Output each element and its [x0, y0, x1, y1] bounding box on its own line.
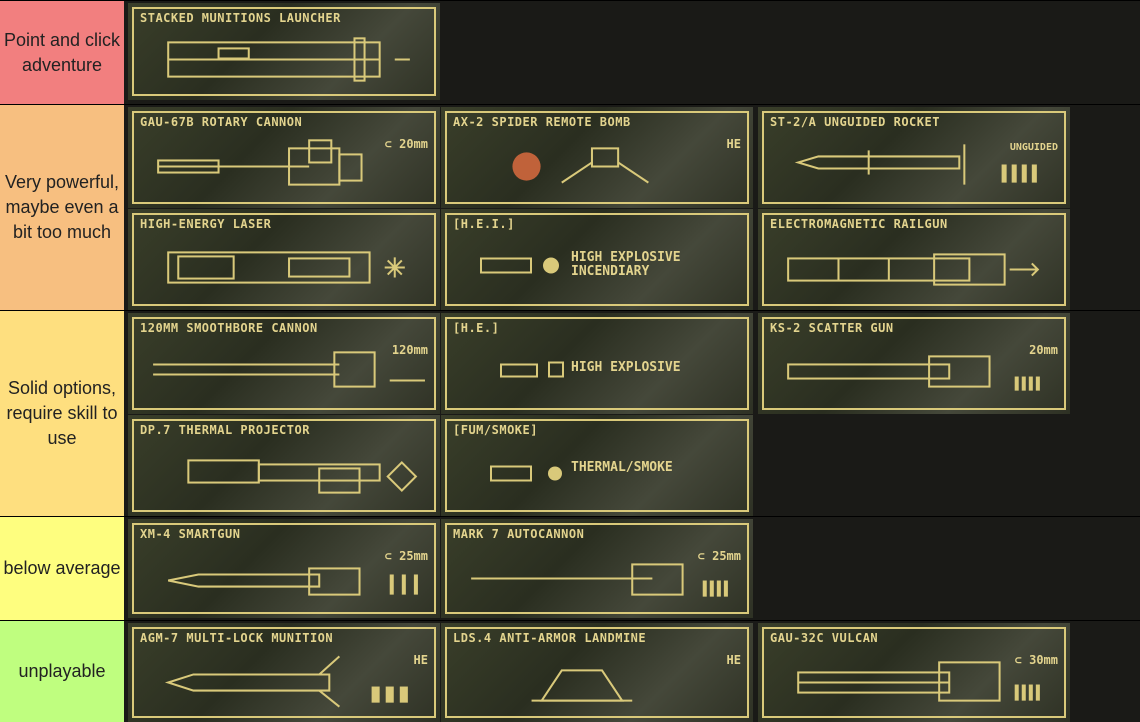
thermal-projector-icon [138, 441, 430, 508]
weapon-name: KS-2 SCATTER GUN [770, 321, 894, 335]
missile-icon [138, 649, 430, 714]
card-frame [132, 627, 436, 718]
weapon-name: MARK 7 AUTOCANNON [453, 527, 585, 541]
weapon-card[interactable]: HIGH-ENERGY LASER [128, 209, 440, 310]
he-badge: HE [726, 137, 741, 151]
card-frame [445, 627, 749, 718]
caliber-label: ⊂ 30mm [1014, 653, 1058, 667]
card-frame [132, 213, 436, 306]
tier-items: 120MM SMOOTHBORE CANNON 120mm [H.E.] HIG… [125, 311, 1140, 516]
weapon-name: [FUM/SMOKE] [453, 423, 538, 437]
weapon-name: LDS.4 ANTI-ARMOR LANDMINE [453, 631, 647, 645]
card-frame [132, 7, 436, 96]
landmine-icon [451, 649, 743, 714]
smoothbore-cannon-icon [138, 339, 430, 406]
card-frame [762, 111, 1066, 204]
he-badge: HE [413, 653, 428, 667]
smartgun-icon [138, 545, 430, 610]
weapon-card[interactable]: STACKED MUNITIONS LAUNCHER [128, 3, 440, 100]
weapon-name: HIGH-ENERGY LASER [140, 217, 272, 231]
weapon-name: AX-2 SPIDER REMOTE BOMB [453, 115, 631, 129]
card-frame [762, 317, 1066, 410]
weapon-card[interactable]: AX-2 SPIDER REMOTE BOMB HE [441, 107, 753, 208]
weapon-card[interactable]: MARK 7 AUTOCANNON ⊂ 25mm [441, 519, 753, 618]
tier-row: Point and click adventure STACKED MUNITI… [0, 0, 1140, 104]
tier-label[interactable]: Very powerful, maybe even a bit too much [0, 105, 124, 310]
weapon-name: GAU-67B ROTARY CANNON [140, 115, 303, 129]
ammo-description: HIGH EXPLOSIVE INCENDIARY [571, 250, 681, 279]
weapon-card[interactable]: ST-2/A UNGUIDED ROCKET UNGUIDED [758, 107, 1070, 208]
weapon-name: XM-4 SMARTGUN [140, 527, 241, 541]
weapon-name: 120MM SMOOTHBORE CANNON [140, 321, 318, 335]
card-frame [132, 523, 436, 614]
caliber-label: ⊂ 25mm [697, 549, 741, 563]
tier-row: Solid options, require skill to use 120M… [0, 310, 1140, 516]
weapon-card[interactable]: AGM-7 MULTI-LOCK MUNITION HE [128, 623, 440, 722]
tier-label[interactable]: unplayable [0, 621, 124, 722]
smoke-icon [451, 441, 571, 508]
card-frame [132, 419, 436, 512]
weapon-card[interactable]: [FUM/SMOKE] THERMAL/SMOKE [441, 415, 753, 516]
tier-label[interactable]: below average [0, 517, 124, 620]
ammo-description: THERMAL/SMOKE [571, 460, 673, 475]
weapon-name: DP.7 THERMAL PROJECTOR [140, 423, 310, 437]
card-frame [762, 627, 1066, 718]
autocannon-icon [451, 545, 743, 610]
card-frame [132, 111, 436, 204]
railgun-icon [768, 235, 1060, 302]
he-badge: HE [726, 653, 741, 667]
card-frame [132, 317, 436, 410]
fire-icon [451, 235, 571, 302]
caliber-label: 20mm [1029, 343, 1058, 357]
card-frame [445, 419, 749, 512]
weapon-card[interactable]: DP.7 THERMAL PROJECTOR [128, 415, 440, 516]
caliber-label: 120mm [391, 343, 428, 357]
ammo-description: HIGH EXPLOSIVE [571, 360, 681, 375]
weapon-card[interactable]: KS-2 SCATTER GUN 20mm [758, 313, 1070, 414]
card-frame [762, 213, 1066, 306]
weapon-card[interactable]: XM-4 SMARTGUN ⊂ 25mm [128, 519, 440, 618]
tier-row: below average XM-4 SMARTGUN ⊂ 25mm MARK … [0, 516, 1140, 620]
shell-icon [451, 339, 571, 406]
rocket-icon [768, 133, 1060, 200]
tier-row: unplayable AGM-7 MULTI-LOCK MUNITION HE … [0, 620, 1140, 722]
card-frame [445, 111, 749, 204]
weapon-card[interactable]: [H.E.] HIGH EXPLOSIVE [441, 313, 753, 414]
card-frame [445, 523, 749, 614]
tier-label[interactable]: Solid options, require skill to use [0, 311, 124, 516]
weapon-card[interactable]: GAU-67B ROTARY CANNON ⊂ 20mm [128, 107, 440, 208]
weapon-name: STACKED MUNITIONS LAUNCHER [140, 11, 341, 25]
card-frame [445, 317, 749, 410]
weapon-card[interactable]: GAU-32C VULCAN ⊂ 30mm [758, 623, 1070, 722]
weapon-name: GAU-32C VULCAN [770, 631, 879, 645]
unguided-label: UNGUIDED [1009, 142, 1058, 153]
caliber-label: ⊂ 20mm [384, 137, 428, 151]
spider-bomb-icon [451, 133, 743, 200]
weapon-name: [H.E.I.] [453, 217, 515, 231]
weapon-card[interactable]: 120MM SMOOTHBORE CANNON 120mm [128, 313, 440, 414]
card-frame [445, 213, 749, 306]
weapon-card[interactable]: ELECTROMAGNETIC RAILGUN [758, 209, 1070, 310]
weapon-name: ELECTROMAGNETIC RAILGUN [770, 217, 948, 231]
scatter-gun-icon [768, 339, 1060, 406]
tier-label[interactable]: Point and click adventure [0, 1, 124, 104]
weapon-name: [H.E.] [453, 321, 500, 335]
tier-items: XM-4 SMARTGUN ⊂ 25mm MARK 7 AUTOCANNON ⊂… [125, 517, 1140, 620]
weapon-card[interactable]: LDS.4 ANTI-ARMOR LANDMINE HE [441, 623, 753, 722]
tier-items: STACKED MUNITIONS LAUNCHER [125, 1, 1140, 104]
rotary-cannon-icon [138, 133, 430, 200]
launcher-icon [138, 29, 430, 92]
weapon-name: AGM-7 MULTI-LOCK MUNITION [140, 631, 334, 645]
tier-items: AGM-7 MULTI-LOCK MUNITION HE LDS.4 ANTI-… [125, 621, 1140, 722]
caliber-label: ⊂ 25mm [384, 549, 428, 563]
weapon-card[interactable]: [H.E.I.] HIGH EXPLOSIVE INCENDIARY [441, 209, 753, 310]
weapon-name: ST-2/A UNGUIDED ROCKET [770, 115, 940, 129]
vulcan-icon [768, 649, 1060, 714]
tier-items: GAU-67B ROTARY CANNON ⊂ 20mm AX-2 SPIDER… [125, 105, 1140, 310]
laser-icon [138, 235, 430, 302]
tier-row: Very powerful, maybe even a bit too much… [0, 104, 1140, 310]
